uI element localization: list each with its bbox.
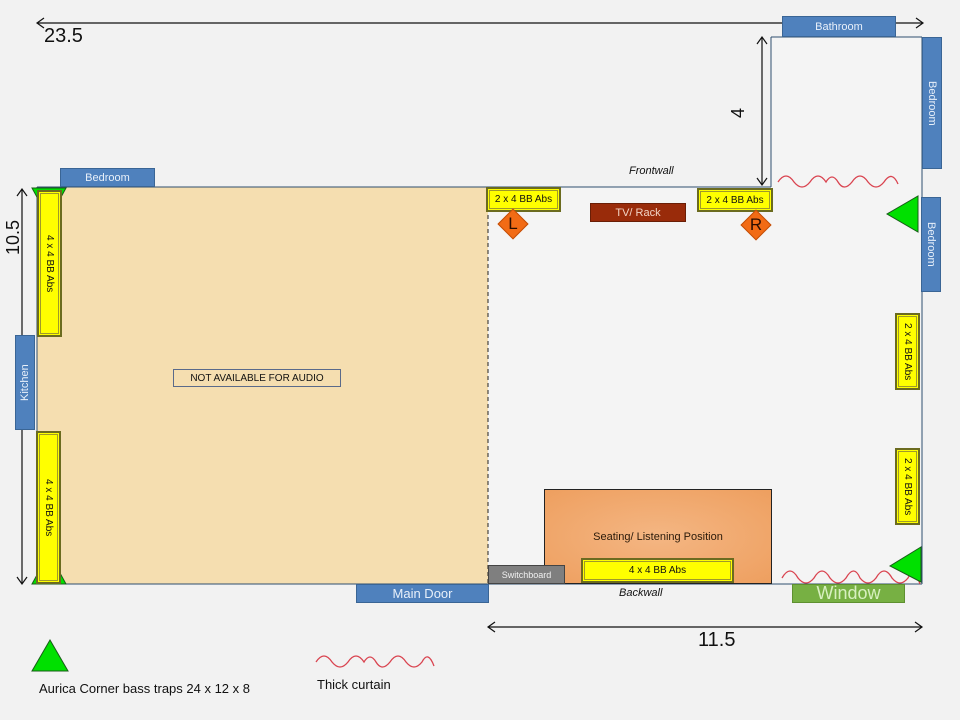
absorber-label: 2 x 4 BB Abs: [902, 457, 913, 516]
seating-label: Seating/ Listening Position: [593, 531, 723, 543]
kitchen-label: Kitchen: [15, 335, 35, 430]
dimension-room-depth: 10.5: [3, 220, 23, 256]
absorber-label: 4 x 4 BB Abs: [43, 478, 54, 537]
absorber-left-wall-lower: 4 x 4 BB Abs: [36, 431, 61, 584]
absorber-label: 2 x 4 BB Abs: [494, 194, 553, 205]
absorber-label: 4 x 4 BB Abs: [628, 565, 687, 576]
bedroom-top-left-label: Bedroom: [60, 168, 155, 187]
main-door-label: Main Door: [356, 584, 489, 603]
speaker-right-label: R: [749, 215, 763, 234]
dimension-alcove-depth: 4: [728, 108, 748, 119]
unavailable-area: [37, 187, 488, 584]
frontwall-label: Frontwall: [629, 165, 674, 177]
legend-bass-trap-label: Aurica Corner bass traps 24 x 12 x 8: [39, 681, 250, 696]
absorber-label: 2 x 4 BB Abs: [706, 194, 764, 206]
switchboard: Switchboard: [488, 565, 565, 584]
dimension-line-listening: [486, 621, 924, 633]
bass-trap-front-right-icon: [886, 195, 919, 233]
curtain-window: [781, 570, 921, 585]
backwall-label: Backwall: [619, 587, 663, 599]
dimension-line-alcove: [756, 35, 768, 187]
dimension-overall-width: 23.5: [44, 25, 83, 47]
legend-curtain-label: Thick curtain: [317, 677, 391, 692]
absorber-front-left: 2 x 4 BB Abs: [486, 187, 561, 212]
curtain-alcove: [777, 175, 899, 188]
dimension-listening-width: 11.5: [698, 629, 736, 651]
dimension-line-overall: [35, 17, 925, 29]
unavailable-zone-label: NOT AVAILABLE FOR AUDIO: [173, 369, 341, 387]
window-label: Window: [792, 583, 905, 603]
legend-bass-trap-icon: [31, 639, 69, 672]
absorber-right-wall-upper: 2 x 4 BB Abs: [895, 313, 920, 390]
bedroom-right-upper-label: Bedroom: [922, 37, 942, 169]
absorber-label: 4 x 4 BB Abs: [44, 234, 55, 293]
alcove-area: [771, 37, 922, 187]
bedroom-right-lower-label: Bedroom: [921, 197, 941, 292]
tv-rack: TV/ Rack: [590, 203, 686, 222]
absorber-label: 2 x 4 BB Abs: [902, 322, 913, 381]
legend-curtain-icon: [315, 655, 435, 668]
bass-trap-back-right-icon: [888, 546, 922, 583]
absorber-back-seating: 4 x 4 BB Abs: [581, 558, 734, 583]
speaker-left-label: L: [508, 214, 518, 233]
absorber-right-wall-lower: 2 x 4 BB Abs: [895, 448, 920, 525]
absorber-front-right: 2 x 4 BB Abs: [697, 188, 773, 212]
bathroom-label: Bathroom: [782, 16, 896, 37]
absorber-left-wall-upper: 4 x 4 BB Abs: [37, 190, 62, 337]
